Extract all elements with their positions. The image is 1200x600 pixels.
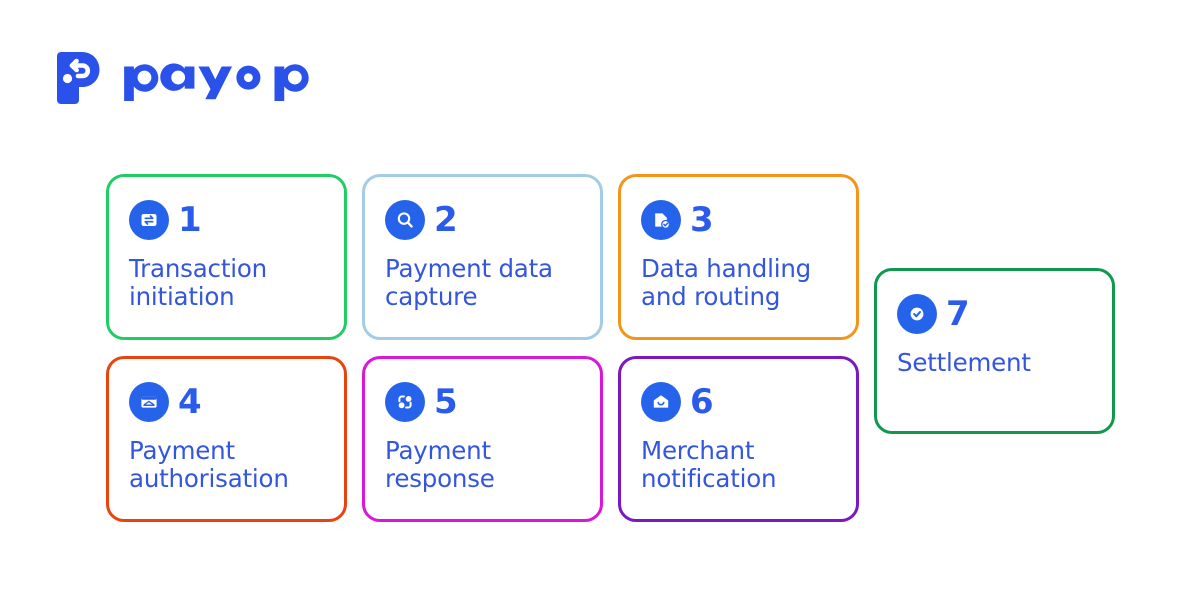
payop-wordmark: [124, 63, 309, 101]
card-header: 1: [129, 199, 324, 241]
card-header: 3: [641, 199, 836, 241]
flow-card-1[interactable]: 1 Transaction initiation: [106, 174, 347, 340]
step-number: 2: [434, 200, 458, 240]
search-icon: [385, 200, 425, 240]
card-header: 7: [897, 293, 1092, 335]
payop-p-mark-icon: [57, 52, 100, 104]
envelope-icon: [641, 382, 681, 422]
refresh-cycle-icon: [385, 382, 425, 422]
check-circle-icon: [897, 294, 937, 334]
card-header: 4: [129, 381, 324, 423]
card-label: Data handling and routing: [641, 254, 812, 312]
flow-card-3[interactable]: 3 Data handling and routing: [618, 174, 859, 340]
card-label: Merchant notification: [641, 436, 777, 494]
step-number: 1: [178, 200, 202, 240]
step-number: 3: [690, 200, 714, 240]
flow-card-7[interactable]: 7 Settlement: [874, 268, 1115, 434]
card-header: 5: [385, 381, 580, 423]
transfer-arrows-icon: [129, 200, 169, 240]
card-label: Transaction initiation: [129, 254, 267, 312]
card-label: Settlement: [897, 348, 1031, 377]
step-number: 4: [178, 382, 202, 422]
credit-card-icon: [129, 382, 169, 422]
card-label: Payment authorisation: [129, 436, 289, 494]
flow-card-4[interactable]: 4 Payment authorisation: [106, 356, 347, 522]
document-check-icon: [641, 200, 681, 240]
flow-card-2[interactable]: 2 Payment data capture: [362, 174, 603, 340]
card-label: Payment data capture: [385, 254, 553, 312]
step-number: 6: [690, 382, 714, 422]
step-number: 7: [946, 294, 970, 334]
card-label: Payment response: [385, 436, 495, 494]
step-number: 5: [434, 382, 458, 422]
card-header: 6: [641, 381, 836, 423]
flow-card-5[interactable]: 5 Payment response: [362, 356, 603, 522]
flow-card-6[interactable]: 6 Merchant notification: [618, 356, 859, 522]
payop-logo: [54, 52, 324, 104]
card-header: 2: [385, 199, 580, 241]
